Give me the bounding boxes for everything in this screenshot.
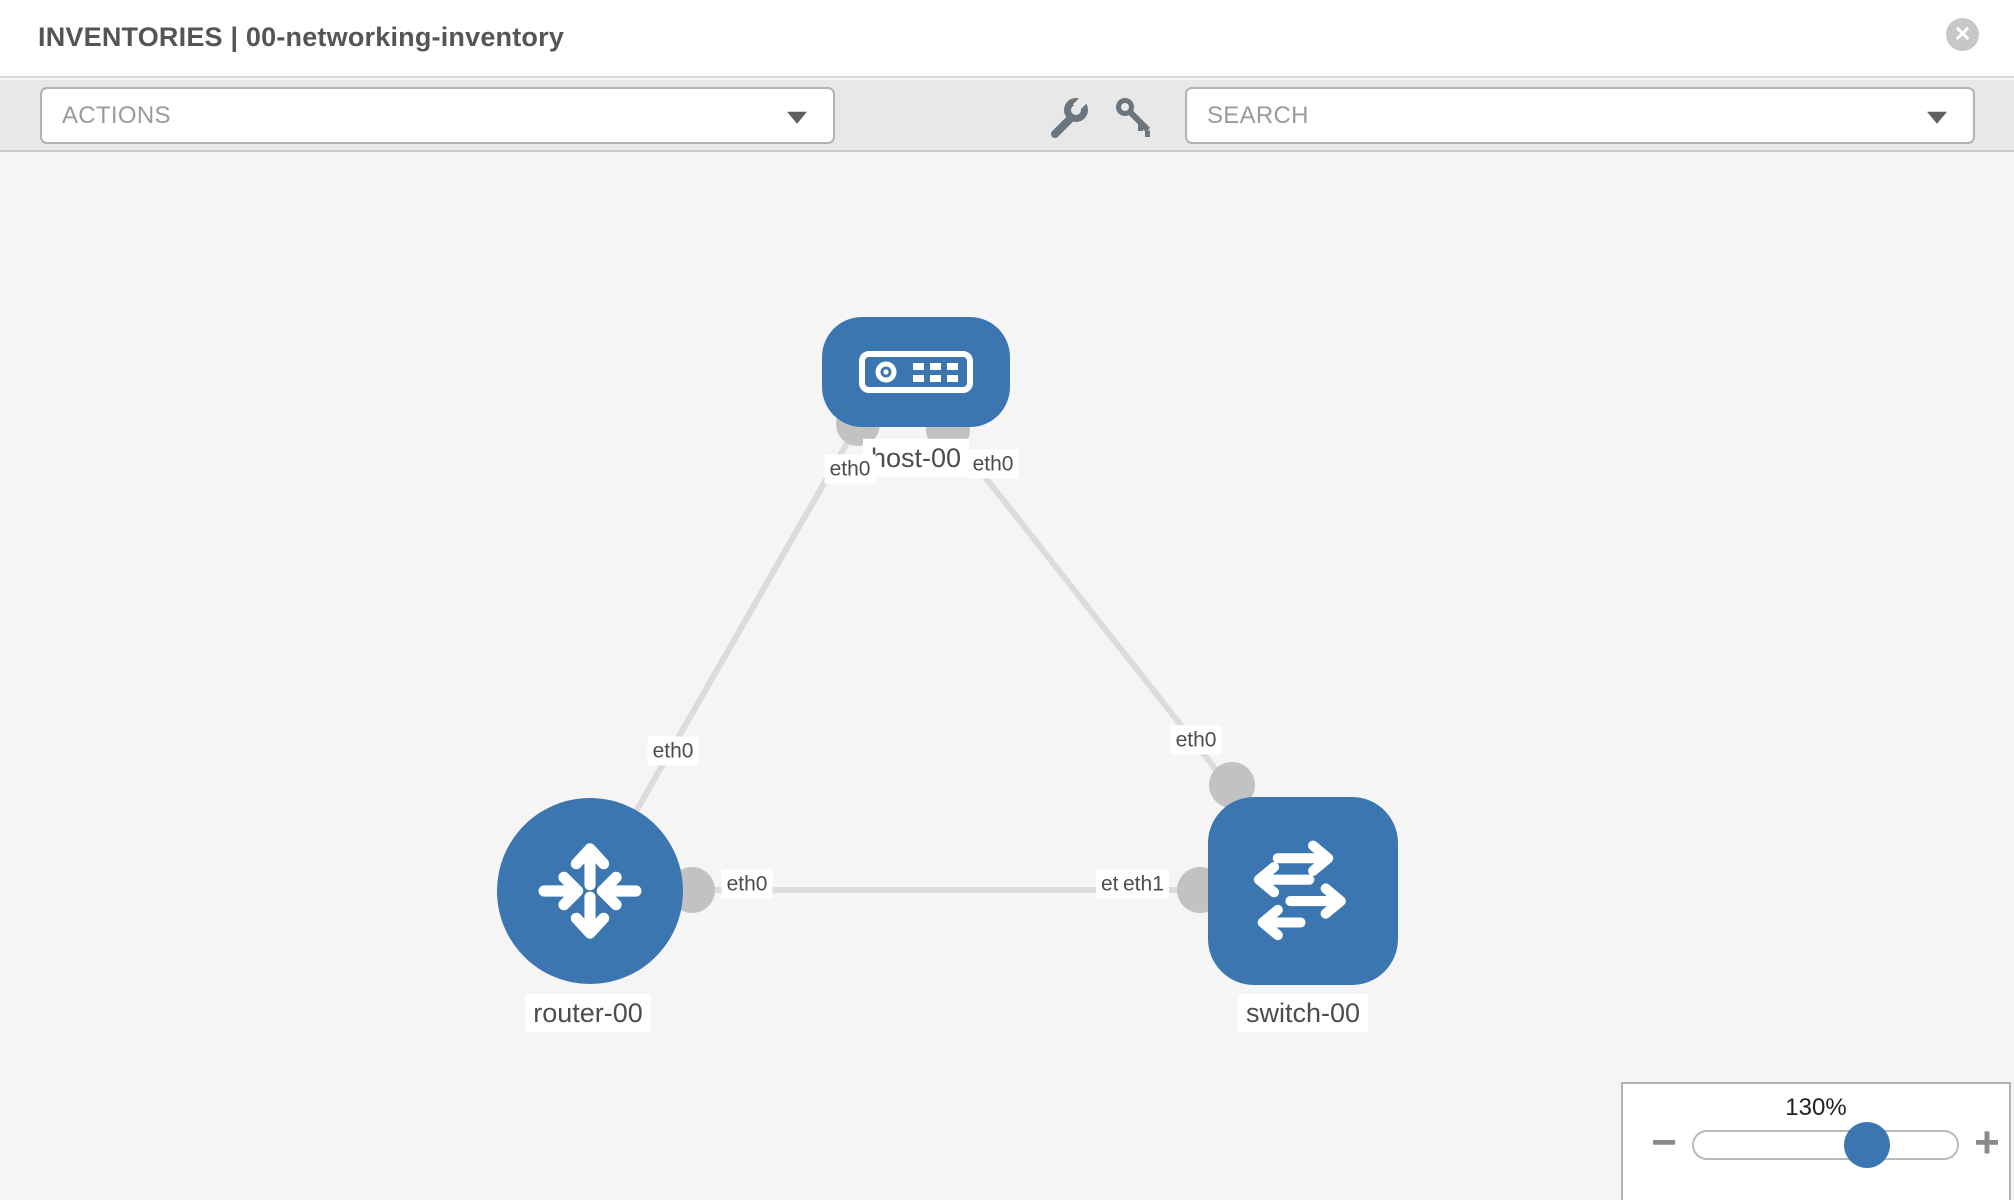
interface-label: eth0 xyxy=(1170,725,1222,755)
search-dropdown[interactable]: SEARCH xyxy=(1185,87,1975,144)
router-icon xyxy=(528,829,652,953)
page-title: INVENTORIES | 00-networking-inventory xyxy=(38,21,565,52)
header-bar: INVENTORIES | 00-networking-inventory ✕ xyxy=(0,0,2014,78)
node-label-switch: switch-00 xyxy=(1237,993,1369,1033)
zoom-control-panel: 130% − + xyxy=(1621,1082,2011,1200)
switch-icon-node[interactable] xyxy=(1208,797,1398,985)
zoom-slider-thumb[interactable] xyxy=(1844,1122,1890,1168)
chevron-down-icon xyxy=(787,111,807,124)
configure-button[interactable] xyxy=(1045,96,1089,140)
node-host-00[interactable] xyxy=(822,317,1010,427)
chevron-down-icon xyxy=(1927,111,1947,124)
node-label-router: router-00 xyxy=(525,993,651,1033)
switch-icon xyxy=(1240,828,1366,954)
zoom-slider-track[interactable] xyxy=(1692,1122,1959,1168)
interface-label: eth1 xyxy=(1118,869,1169,899)
zoom-in-button[interactable]: + xyxy=(1974,1118,2000,1168)
close-button[interactable]: ✕ xyxy=(1946,18,1979,51)
key-icon xyxy=(1114,96,1158,140)
host-icon xyxy=(855,340,977,404)
topology-links-layer xyxy=(597,402,1255,913)
close-icon: ✕ xyxy=(1953,23,1972,46)
topology-canvas[interactable]: host-00 router-00 switch-00 eth0 eth0 et… xyxy=(0,154,2014,1200)
node-router-00[interactable] xyxy=(497,798,683,984)
wrench-icon xyxy=(1045,96,1089,140)
interface-dot xyxy=(1209,762,1255,808)
search-dropdown-label: SEARCH xyxy=(1207,101,1309,129)
actions-dropdown-label: ACTIONS xyxy=(62,101,171,129)
toolbar: ACTIONS SEARCH xyxy=(0,80,2014,152)
interface-label: eth0 xyxy=(721,869,773,899)
interface-label: eth0 xyxy=(824,454,876,484)
zoom-level-value: 130% xyxy=(1785,1094,1847,1121)
key-button[interactable] xyxy=(1114,96,1158,140)
interface-label: eth0 xyxy=(647,736,699,766)
link-host-router[interactable] xyxy=(597,422,861,876)
interface-label: eth0 xyxy=(967,449,1019,479)
actions-dropdown[interactable]: ACTIONS xyxy=(40,87,835,144)
zoom-out-button[interactable]: − xyxy=(1651,1118,1677,1168)
node-label-host: host-00 xyxy=(862,438,970,478)
